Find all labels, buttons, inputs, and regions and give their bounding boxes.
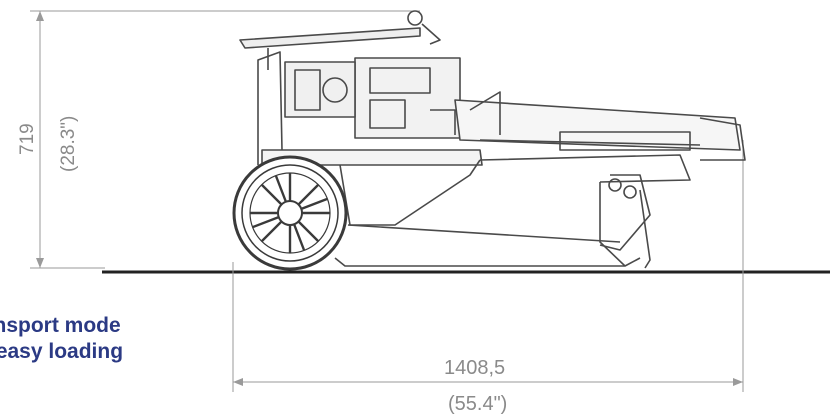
- length-imperial: (55.4"): [448, 393, 507, 415]
- length-value: 1408,5: [444, 357, 505, 379]
- machine-outline: [239, 10, 746, 269]
- length-dimension: [232, 140, 744, 392]
- height-dimension: [30, 10, 420, 269]
- transport-mode-caption: Transport mode for easy loading: [0, 313, 123, 365]
- caption-line-1: Transport mode: [0, 314, 121, 337]
- height-imperial: (28.3"): [58, 116, 79, 172]
- height-value: 719: [17, 123, 38, 155]
- wheel: [232, 155, 348, 271]
- caption-line-2: for easy loading: [0, 340, 124, 363]
